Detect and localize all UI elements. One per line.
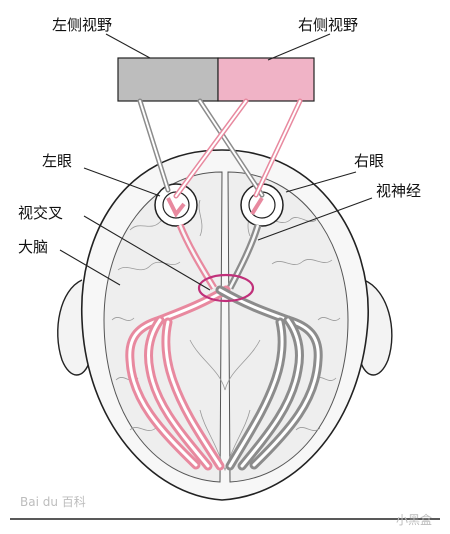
watermark-right: 小黑盒	[396, 512, 432, 527]
label-right-visual-field: 右侧视野	[298, 16, 358, 34]
label-optic-chiasm: 视交叉	[18, 204, 63, 222]
left-optic-nerve-core	[178, 224, 216, 289]
right-eye-retina-pink	[250, 196, 264, 216]
right-visual-field-box	[217, 57, 315, 102]
label-right-eye: 右眼	[354, 152, 384, 170]
right-optic-nerve-core	[228, 224, 260, 289]
label-left-eye: 左眼	[42, 152, 72, 170]
left-eye	[154, 183, 198, 227]
label-left-visual-field: 左侧视野	[52, 16, 112, 34]
left-visual-field-box	[117, 57, 219, 102]
watermark-left: Bai du 百科	[20, 495, 86, 509]
label-optic-nerve: 视神经	[376, 182, 421, 200]
grey-optic-tract	[215, 285, 323, 471]
pink-optic-tract	[125, 285, 231, 471]
optic-chiasm-highlight	[197, 273, 255, 303]
left-eye-retina-pink	[166, 197, 186, 218]
right-eye	[240, 183, 284, 227]
label-cerebrum: 大脑	[18, 238, 48, 256]
leader-lines	[59, 33, 373, 291]
light-rays	[137, 98, 303, 199]
